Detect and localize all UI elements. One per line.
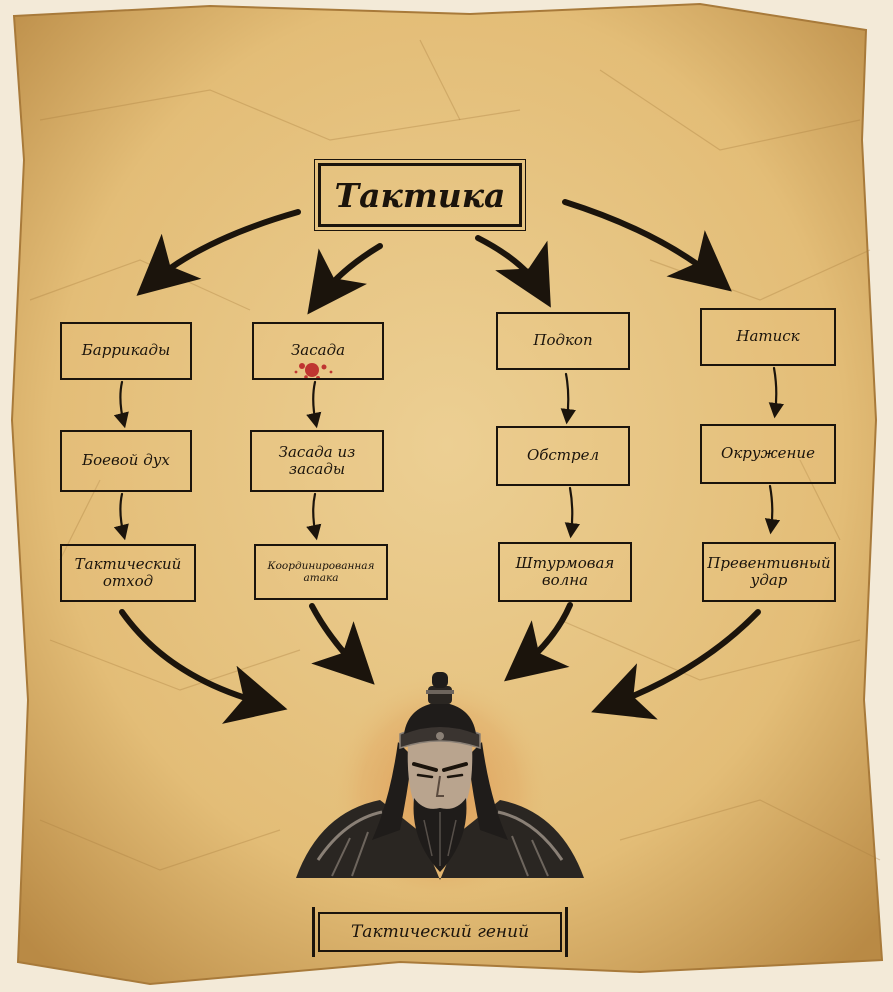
node-barricades: Баррикады <box>60 322 192 380</box>
node-undermining: Подкоп <box>496 312 630 370</box>
node-ambush: Засада <box>252 322 384 380</box>
node-morale: Боевой дух <box>60 430 192 492</box>
node-encirclement: Окружение <box>700 424 836 484</box>
warrior-portrait-icon <box>296 672 584 908</box>
root-node: Тактика <box>314 159 526 231</box>
node-tactical-retreat: Тактический отход <box>60 544 196 602</box>
node-preemptive-strike: Превентивный удар <box>702 542 836 602</box>
node-assault-wave: Штурмовая волна <box>498 542 632 602</box>
node-ambush-from-ambush: Засада из засады <box>250 430 384 492</box>
footer-label: Тактический гений <box>312 907 568 957</box>
node-onslaught: Натиск <box>700 308 836 366</box>
node-coordinated-attack: Координированная атака <box>254 544 388 600</box>
node-shelling: Обстрел <box>496 426 630 486</box>
